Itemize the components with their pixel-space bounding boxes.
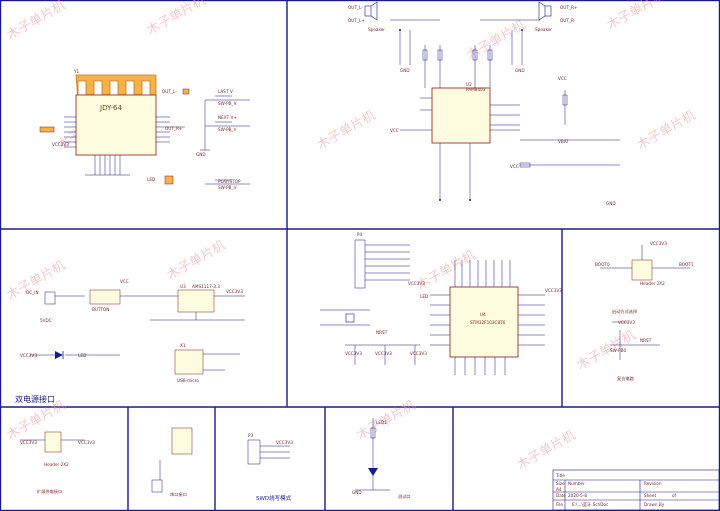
svg-text:STM32F103C8T6: STM32F103C8T6 (470, 320, 506, 325)
svg-text:P3: P3 (248, 433, 254, 438)
svg-text:LED: LED (78, 353, 86, 358)
svg-text:File: File (556, 502, 563, 507)
svg-text:Speaker: Speaker (535, 27, 552, 32)
boot-select-title: 启动方式选择 (612, 308, 638, 315)
dual-power-title: 双电源接口 (15, 394, 55, 404)
svg-text:BOOT0: BOOT0 (595, 262, 610, 267)
svg-text:U3: U3 (180, 284, 186, 289)
svg-text:LED1: LED1 (376, 420, 387, 425)
svg-text:VCC3V3: VCC3V3 (20, 440, 37, 445)
svg-text:OUT_L-: OUT_L- (348, 5, 363, 10)
svg-text:GND: GND (400, 68, 410, 73)
svg-text:VCC3V3: VCC3V3 (408, 281, 425, 286)
svg-text:PAM8403: PAM8403 (466, 87, 486, 92)
svg-text:SW-PB_V: SW-PB_V (218, 185, 237, 190)
svg-text:OUT_R-: OUT_R- (560, 18, 576, 23)
mcu-section: STM32F103C8T6 U4 (320, 239, 545, 375)
svg-text:BOOT1: BOOT1 (679, 262, 694, 267)
svg-text:OUT_L-: OUT_L- (162, 89, 177, 94)
svg-text:VCC3V3: VCC3V3 (78, 440, 95, 445)
svg-text:Drawn By: Drawn By (644, 502, 665, 507)
svg-text:VCC3V3: VCC3V3 (618, 320, 635, 325)
svg-text:5VDC: 5VDC (40, 318, 52, 323)
test-led (355, 418, 390, 491)
svg-text:Sheet: Sheet (644, 493, 656, 498)
svg-text:Number: Number (568, 481, 585, 486)
serial-title: 串口接口 (170, 491, 187, 498)
svg-text:P4: P4 (357, 232, 363, 237)
next-button-label: NEXT V+ (218, 115, 237, 120)
ext-power-title: 扩展供电接口 (37, 488, 62, 495)
svg-text:BUTTON: BUTTON (92, 307, 109, 312)
svg-text:VCC3V3: VCC3V3 (345, 351, 362, 356)
svg-text:LED: LED (420, 294, 428, 299)
svg-text:Date: Date (556, 493, 566, 498)
svg-text:A4: A4 (556, 487, 562, 492)
svg-text:JDY-64: JDY-64 (99, 104, 122, 112)
svg-text:Y1: Y1 (73, 69, 80, 74)
svg-text:Speaker: Speaker (368, 27, 385, 32)
bt-module: Y1 JDY-64 VCC3V3 OUT_L- OUT_R+ LED (39, 69, 190, 185)
swd-header (247, 439, 290, 465)
svg-text:VBAT: VBAT (558, 139, 569, 144)
svg-text:VCC3V3: VCC3V3 (410, 351, 427, 356)
svg-text:VCC: VCC (558, 76, 567, 81)
svg-text:VCC: VCC (510, 164, 519, 169)
svg-text:OUT_L+: OUT_L+ (348, 18, 365, 23)
svg-text:VCC3V3: VCC3V3 (226, 289, 243, 294)
svg-text:2020-5-8: 2020-5-8 (568, 493, 587, 498)
svg-text:GND: GND (352, 490, 362, 495)
svg-text:Header 2X2: Header 2X2 (44, 462, 69, 467)
title-block (552, 469, 720, 511)
svg-text:E:\...\蓝牙.SchDoc: E:\...\蓝牙.SchDoc (572, 501, 609, 508)
svg-text:OUT_R+: OUT_R+ (165, 126, 183, 131)
last-button-label: LAST V- (218, 89, 234, 94)
reset-title: 复位电路 (617, 375, 635, 382)
svg-text:USB-micro: USB-micro (177, 378, 199, 383)
play-button-label: PLAY/STOP (218, 179, 241, 184)
svg-text:VCC3V3: VCC3V3 (20, 353, 37, 358)
svg-text:VCC: VCC (390, 128, 399, 133)
svg-text:VCC3V3: VCC3V3 (52, 142, 69, 147)
svg-text:VCC3V3: VCC3V3 (375, 351, 392, 356)
svg-text:Header 2X2: Header 2X2 (640, 281, 665, 286)
svg-text:AMS1117-3.3: AMS1117-3.3 (192, 284, 220, 289)
svg-text:VCC: VCC (120, 279, 129, 284)
svg-text:OUT_R+: OUT_R+ (560, 5, 578, 10)
svg-text:GND: GND (196, 152, 206, 157)
svg-text:LED: LED (147, 177, 155, 182)
svg-text:NRST: NRST (376, 330, 388, 335)
svg-text:X1: X1 (180, 343, 186, 348)
svg-text:VCC3V3: VCC3V3 (650, 241, 667, 246)
power-section (30, 289, 245, 375)
swd-title: SWD烧写模式 (256, 494, 292, 502)
svg-text:U2: U2 (466, 82, 472, 87)
svg-text:U4: U4 (480, 312, 486, 317)
svg-text:VCC3V3: VCC3V3 (545, 288, 562, 293)
svg-text:GND: GND (515, 68, 525, 73)
svg-text:DC_IN: DC_IN (26, 290, 39, 295)
svg-text:VCC3V3: VCC3V3 (276, 440, 293, 445)
media-buttons (200, 95, 250, 185)
test-title: 测试口 (398, 493, 411, 500)
ext-power (20, 431, 85, 453)
svg-text:SW-PB0: SW-PB0 (610, 348, 627, 353)
serial-header (151, 427, 193, 493)
svg-text:Title: Title (555, 473, 565, 478)
boot-reset (600, 245, 690, 360)
svg-text:SW-PB_V: SW-PB_V (218, 127, 237, 132)
amp-section: U2 PAM8403 (364, 1, 620, 201)
svg-text:of: of (672, 493, 677, 498)
svg-text:Size: Size (556, 481, 565, 486)
svg-text:SW-PB_V: SW-PB_V (218, 101, 237, 106)
svg-text:NRST: NRST (640, 338, 652, 343)
svg-text:GND: GND (606, 201, 616, 206)
svg-text:Revision: Revision (644, 481, 662, 486)
